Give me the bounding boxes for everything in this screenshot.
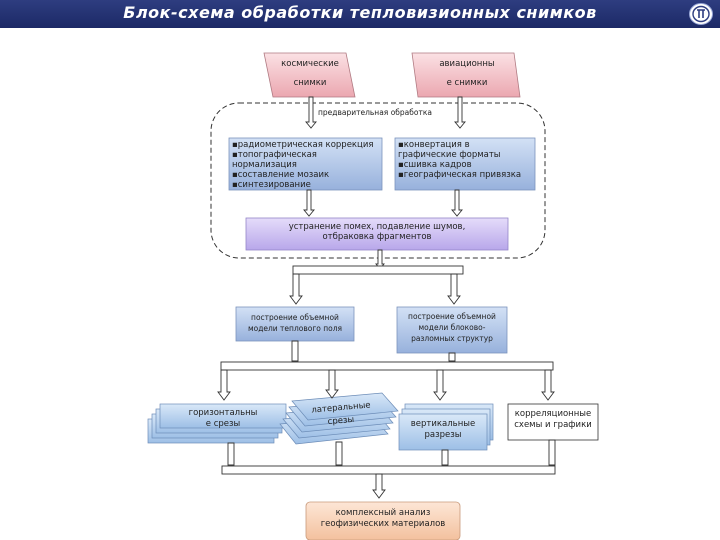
aerial-images-label-2: е снимки bbox=[446, 78, 488, 88]
arrow-right-preproc bbox=[451, 189, 463, 217]
block-model-box bbox=[396, 306, 508, 354]
horizontal-slices-stack bbox=[147, 403, 287, 444]
thermal-model-box bbox=[235, 306, 355, 342]
merge-bar bbox=[221, 465, 556, 475]
correlation-box bbox=[507, 403, 599, 441]
final-analysis-box bbox=[305, 501, 461, 540]
block-model-label-3: разломных структур bbox=[411, 334, 493, 343]
arrow-block-down bbox=[448, 352, 456, 362]
connectors bbox=[217, 96, 556, 499]
preproc-right-item: ▪сшивка кадров bbox=[398, 160, 472, 170]
aerial-images-label-1: авиационны bbox=[439, 59, 495, 69]
horizontal-slices-label-2: е срезы bbox=[205, 419, 241, 429]
conversion-box bbox=[394, 137, 536, 191]
final-analysis-label-1: комплексный анализ bbox=[335, 508, 431, 518]
arrow-to-horizontal bbox=[217, 369, 231, 401]
block-model-label-2: модели блоково- bbox=[418, 323, 486, 332]
logo-icon bbox=[689, 3, 713, 25]
radiometric-box bbox=[228, 137, 383, 191]
final-analysis-label-2: геофизических материалов bbox=[320, 519, 446, 529]
split-bar-outputs bbox=[220, 361, 554, 371]
arrow-to-thermal bbox=[289, 273, 303, 305]
space-images-label-1: космические bbox=[281, 59, 339, 69]
split-bar-models bbox=[292, 265, 464, 275]
vertical-sections-label-1: вертикальные bbox=[410, 419, 476, 429]
arrow-to-lateral bbox=[325, 369, 339, 399]
correlation-label-2: схемы и графики bbox=[514, 420, 592, 430]
preproc-right-item: ▪конвертация в bbox=[398, 140, 470, 150]
arrow-from-lateral bbox=[335, 441, 343, 466]
preprocessing-left-list: ▪радиометрическая коррекция ▪топографиче… bbox=[232, 140, 373, 190]
preproc-left-item: ▪радиометрическая коррекция bbox=[232, 140, 374, 150]
noise-removal-label-2: отбраковка фрагментов bbox=[322, 232, 432, 242]
preproc-left-item: ▪составление мозаик bbox=[232, 170, 330, 180]
correlation-label-1: корреляционные bbox=[514, 409, 592, 419]
slide-title: Блок-схема обработки тепловизионных сним… bbox=[123, 3, 597, 22]
arrow-thermal-down bbox=[291, 340, 299, 362]
thermal-model-label-2: модели теплового поля bbox=[247, 324, 343, 333]
arrow-aerial bbox=[454, 96, 466, 129]
title-bar: Блок-схема обработки тепловизионных сним… bbox=[0, 0, 720, 28]
arrow-from-vertical bbox=[441, 449, 449, 466]
arrow-space bbox=[305, 96, 317, 129]
preproc-left-item: ▪топографическая bbox=[232, 150, 317, 160]
preprocessing-label: предварительная обработка bbox=[318, 108, 432, 117]
vertical-sections-label-2: разрезы bbox=[424, 430, 462, 440]
preproc-right-item: графические форматы bbox=[398, 150, 501, 160]
preprocessing-right-list: ▪конвертация в графические форматы ▪сшив… bbox=[398, 140, 521, 180]
noise-removal-box bbox=[245, 217, 509, 251]
aerial-images-shape bbox=[411, 52, 521, 98]
horizontal-slices-label-1: горизонтальны bbox=[188, 408, 258, 418]
lateral-slices-stack bbox=[279, 392, 399, 445]
space-images-shape bbox=[263, 52, 356, 98]
block-model-label-1: построение объемной bbox=[408, 312, 496, 321]
arrow-to-block bbox=[447, 273, 461, 305]
preproc-left-item: нормализация bbox=[232, 160, 297, 170]
arrow-left-preproc bbox=[303, 189, 315, 217]
arrow-from-horizontal bbox=[227, 442, 235, 466]
space-images-label-2: снимки bbox=[293, 78, 327, 88]
arrow-to-correlation bbox=[541, 369, 555, 401]
preproc-left-item: ▪синтезирование bbox=[232, 180, 311, 190]
noise-removal-label-1: устранение помех, подавление шумов, bbox=[288, 222, 466, 232]
preproc-right-item: ▪географическая привязка bbox=[398, 170, 522, 180]
thermal-model-label-1: построение объемной bbox=[251, 313, 339, 322]
arrow-to-final bbox=[372, 473, 386, 499]
arrow-to-vertical bbox=[433, 369, 447, 401]
arrow-from-correlation bbox=[548, 439, 556, 466]
